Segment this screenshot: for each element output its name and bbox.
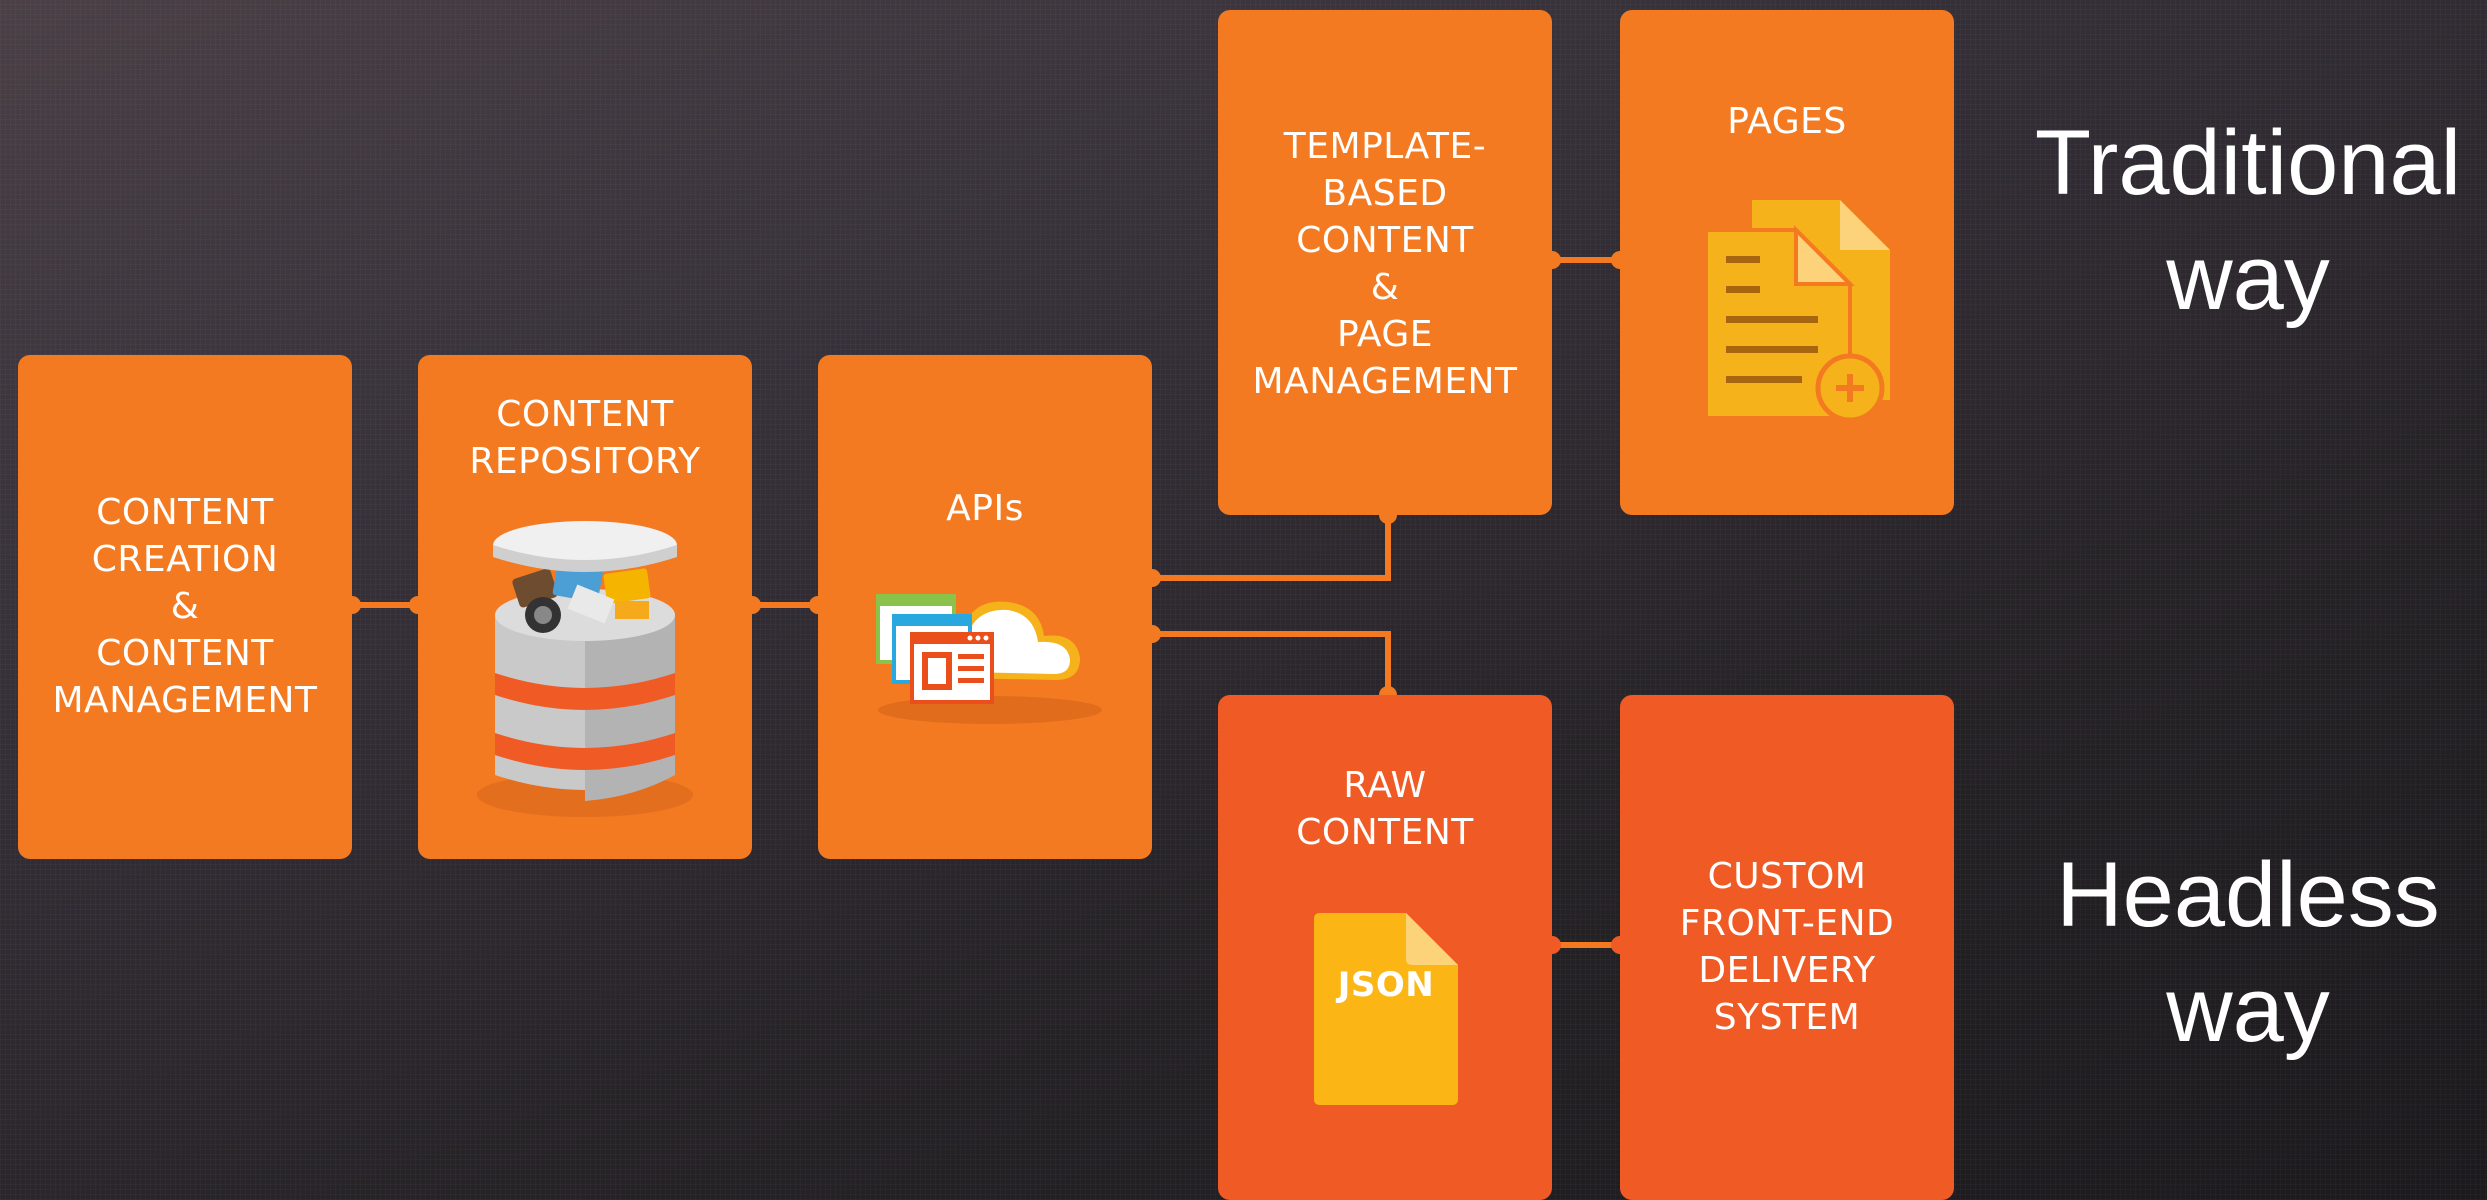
node-apis: APIs [818, 355, 1152, 859]
node-raw-content-label: RAW CONTENT [1296, 765, 1474, 853]
node-content-creation-label: CONTENT CREATION & CONTENT MANAGEMENT [52, 492, 318, 721]
node-custom-frontend: CUSTOM FRONT-END DELIVERY SYSTEM [1620, 695, 1954, 1200]
json-file-icon: JSON [1314, 913, 1458, 1105]
node-apis-label: APIs [946, 488, 1024, 529]
node-pages-label: PAGES [1727, 101, 1847, 142]
node-content-repository-label: CONTENT REPOSITORY [469, 394, 701, 482]
node-content-repository: CONTENT REPOSITORY [418, 355, 752, 859]
cloud-api-icon [876, 594, 1102, 724]
document-add-icon [1704, 200, 1890, 423]
database-icon [477, 521, 693, 817]
node-content-creation: CONTENT CREATION & CONTENT MANAGEMENT [18, 355, 352, 859]
headless-way-label: Headless way [2056, 844, 2440, 1061]
node-template-based-label: TEMPLATE- BASED CONTENT & PAGE MANAGEMEN… [1252, 126, 1518, 402]
connector-apis-raw [1152, 631, 1391, 695]
traditional-way-label: Traditional way [2034, 112, 2462, 329]
node-custom-frontend-label: CUSTOM FRONT-END DELIVERY SYSTEM [1679, 856, 1895, 1038]
connector-apis-template [1152, 515, 1391, 581]
node-raw-content: RAW CONTENT JSON [1218, 695, 1552, 1200]
node-template-based: TEMPLATE- BASED CONTENT & PAGE MANAGEMEN… [1218, 10, 1552, 515]
node-pages: PAGES [1620, 10, 1954, 515]
